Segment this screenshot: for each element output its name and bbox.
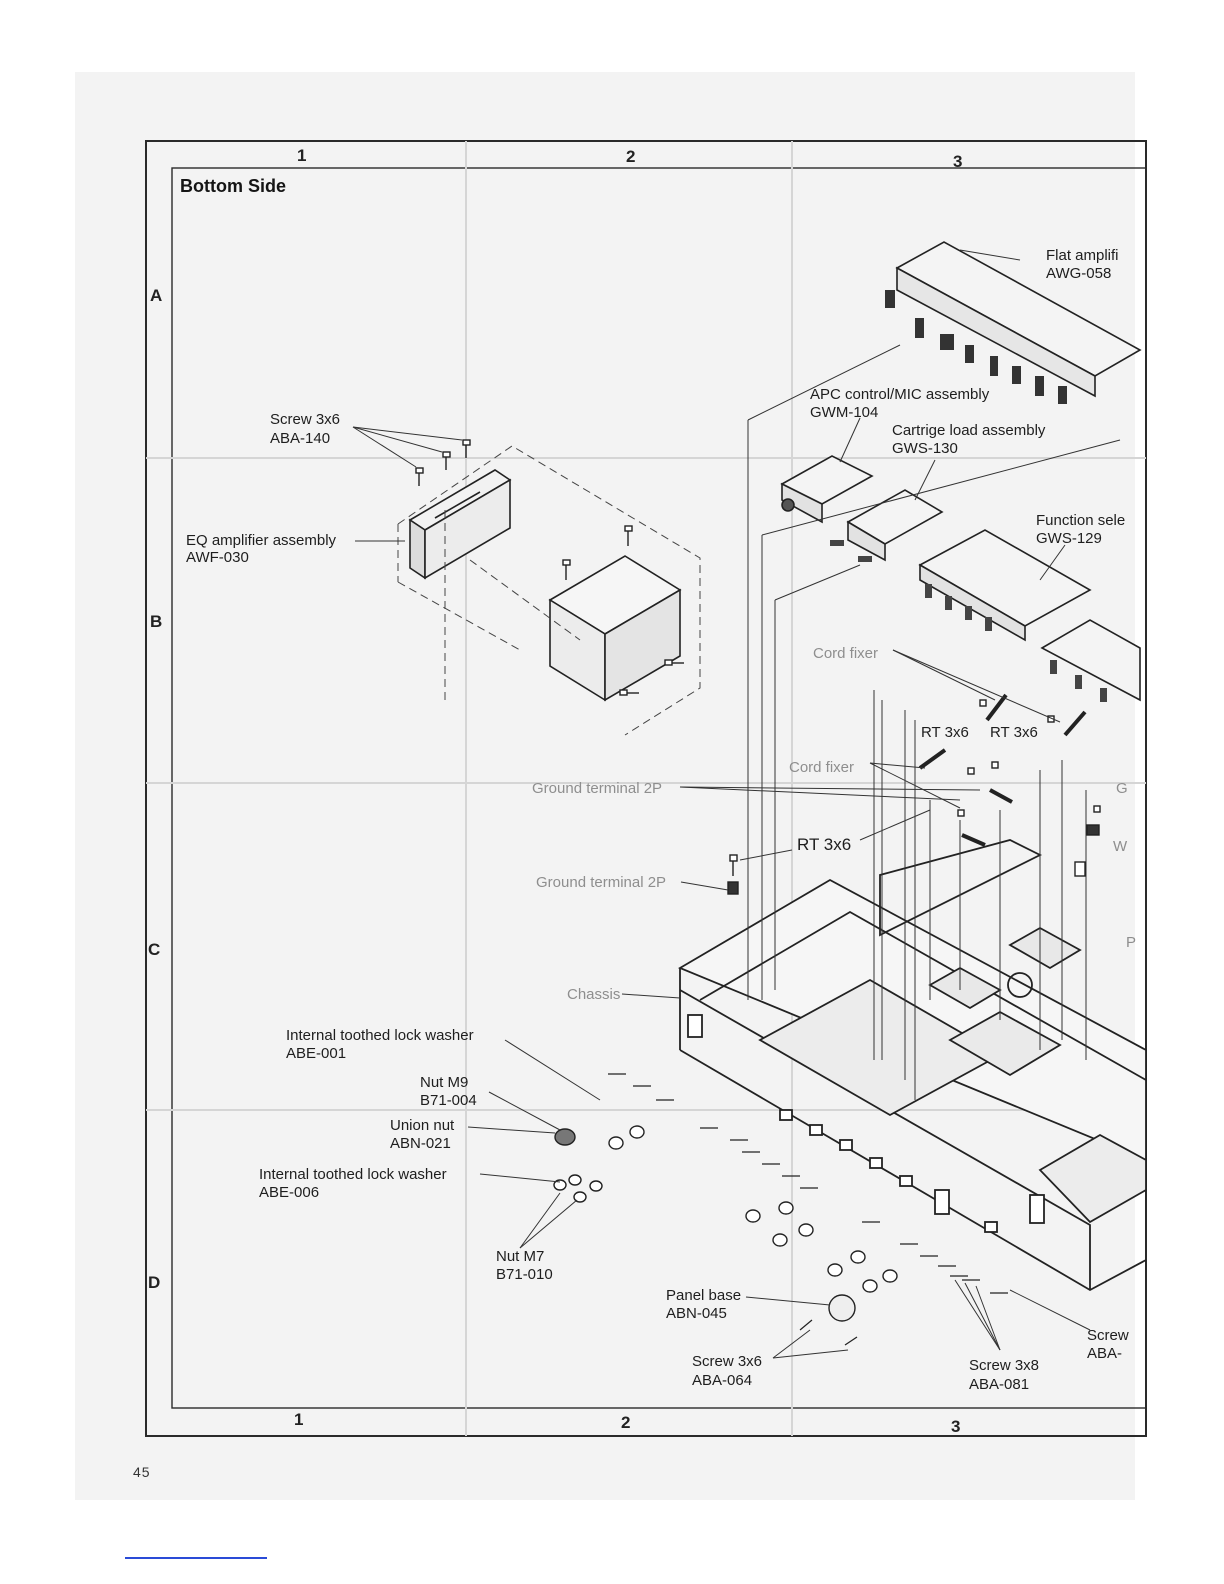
grid-row-b: B bbox=[150, 612, 163, 631]
right-edge-board bbox=[1040, 619, 1141, 702]
grid-row-a: A bbox=[150, 286, 163, 305]
label-union-nut-pn: ABN-021 bbox=[390, 1135, 451, 1152]
screw-group-eq bbox=[415, 439, 684, 696]
label-panel-base-name: Panel base bbox=[666, 1287, 742, 1304]
label-itlw2-name: Internal toothed lock washer bbox=[259, 1166, 447, 1183]
label-screw-edge-name: Screw bbox=[1087, 1327, 1129, 1344]
cartridge-load-board bbox=[830, 489, 944, 562]
label-leaders bbox=[352, 249, 1091, 1359]
grid-col-2-bottom: 2 bbox=[621, 1413, 631, 1432]
label-func-name: Function sele bbox=[1036, 512, 1126, 529]
eq-dash-lines bbox=[397, 445, 701, 736]
label-cart-pn: GWS-130 bbox=[892, 440, 958, 457]
label-edge-g: G bbox=[1116, 780, 1128, 797]
label-flat-amp-name: Flat amplifi bbox=[1046, 247, 1119, 264]
eq-amplifier-board bbox=[408, 469, 512, 580]
label-eq-pn: AWF-030 bbox=[186, 549, 249, 566]
label-rt-a: RT 3x6 bbox=[921, 724, 969, 741]
chassis-body bbox=[677, 839, 1147, 1292]
label-rt-b: RT 3x6 bbox=[990, 724, 1038, 741]
label-ground-terminal-2: Ground terminal 2P bbox=[536, 874, 667, 891]
label-itlw1-name: Internal toothed lock washer bbox=[286, 1027, 474, 1044]
label-nut-m9-pn: B71-004 bbox=[420, 1092, 477, 1109]
apc-control-board bbox=[780, 455, 874, 524]
label-screw-bottom-pn: ABA-064 bbox=[692, 1372, 753, 1389]
label-edge-w: W bbox=[1113, 838, 1128, 855]
label-screw38-name: Screw 3x8 bbox=[969, 1357, 1040, 1374]
label-func-pn: GWS-129 bbox=[1036, 530, 1102, 547]
grid-row-c: C bbox=[148, 940, 161, 959]
label-itlw1-pn: ABE-001 bbox=[286, 1045, 347, 1062]
label-cart-name: Cartrige load assembly bbox=[892, 422, 1046, 439]
label-cord-fixer-1: Cord fixer bbox=[813, 645, 879, 662]
label-screw-top-name: Screw 3x6 bbox=[270, 411, 341, 428]
label-nut-m7-pn: B71-010 bbox=[496, 1266, 553, 1283]
cord-fixers bbox=[727, 693, 1101, 895]
outer-frame bbox=[145, 140, 1147, 1437]
footer-link-underline bbox=[125, 1557, 267, 1559]
label-cord-fixer-2: Cord fixer bbox=[789, 759, 855, 776]
label-screw-bottom-name: Screw 3x6 bbox=[692, 1353, 763, 1370]
label-screw38-pn: ABA-081 bbox=[969, 1376, 1030, 1393]
flat-amplifier-board bbox=[885, 241, 1142, 404]
label-edge-p: P bbox=[1126, 934, 1137, 951]
label-union-nut-name: Union nut bbox=[390, 1117, 455, 1134]
grid-col-2-top: 2 bbox=[626, 147, 636, 166]
label-rt-c: RT 3x6 bbox=[797, 835, 852, 854]
label-eq-name: EQ amplifier assembly bbox=[186, 532, 337, 549]
label-screw-top-pn: ABA-140 bbox=[270, 430, 331, 447]
label-apc-name: APC control/MIC assembly bbox=[810, 386, 990, 403]
function-selector-board bbox=[918, 529, 1092, 642]
label-nut-m9-name: Nut M9 bbox=[420, 1074, 469, 1091]
label-itlw2-pn: ABE-006 bbox=[259, 1184, 320, 1201]
grid-col-3-top: 3 bbox=[953, 152, 963, 171]
leader-verticals bbox=[747, 344, 1121, 1100]
grid-lines bbox=[146, 141, 1146, 1436]
page-title: Bottom Side bbox=[180, 176, 286, 196]
label-chassis: Chassis bbox=[567, 986, 621, 1003]
label-nut-m7-name: Nut M7 bbox=[496, 1248, 545, 1265]
grid-row-d: D bbox=[148, 1273, 161, 1292]
grid-col-3-bottom: 3 bbox=[951, 1417, 961, 1436]
eq-shield-case bbox=[548, 555, 682, 702]
grid-col-1-bottom: 1 bbox=[294, 1410, 304, 1429]
label-ground-terminal-1: Ground terminal 2P bbox=[532, 780, 663, 797]
page-number: 45 bbox=[133, 1464, 151, 1480]
label-panel-base-pn: ABN-045 bbox=[666, 1305, 727, 1322]
label-flat-amp-pn: AWG-058 bbox=[1046, 265, 1112, 282]
grid-col-1-top: 1 bbox=[297, 146, 307, 165]
label-screw-edge-pn: ABA- bbox=[1087, 1345, 1123, 1362]
front-hardware bbox=[553, 1073, 1008, 1346]
label-apc-pn: GWM-104 bbox=[810, 404, 879, 421]
